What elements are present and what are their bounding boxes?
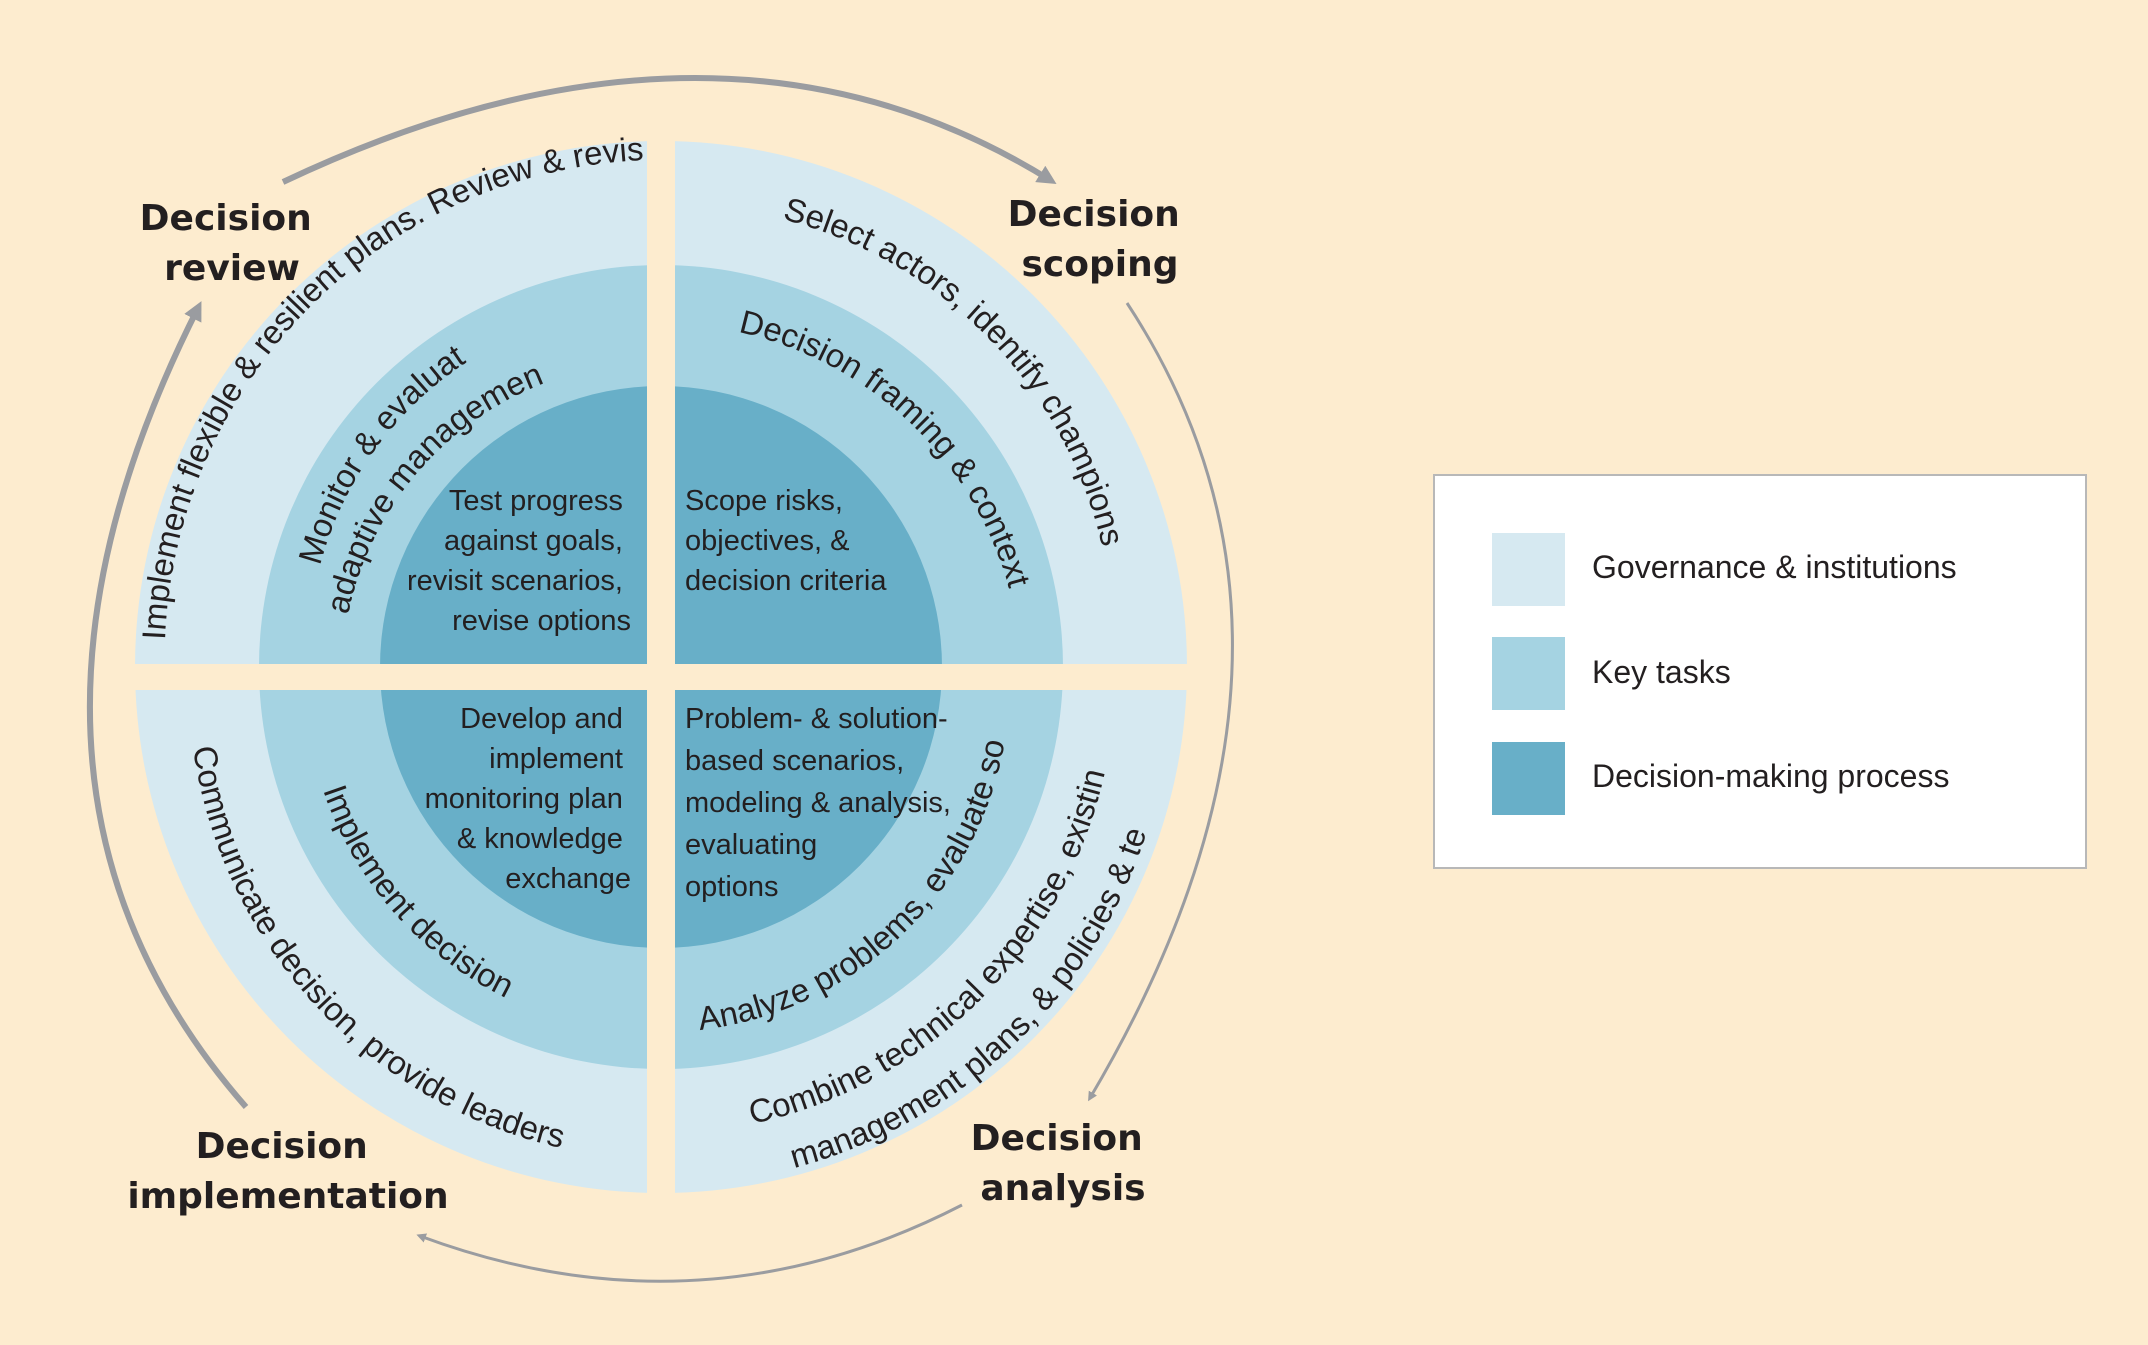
arrow-review-to-scoping <box>281 75 1057 185</box>
arrow-scoping-to-analysis <box>1088 302 1234 1102</box>
core-implementation-text: Develop and implement monitoring plan & … <box>425 703 631 895</box>
core-scoping-text: Scope risks, objectives, & decision crit… <box>685 485 887 597</box>
ring-diagram <box>100 120 1220 1220</box>
legend: Governance & institutions Key tasks Deci… <box>1433 474 2087 869</box>
core-analysis-text: Problem- & solution- based scenarios, mo… <box>685 703 959 903</box>
arrow-implementation-to-review <box>86 301 249 1109</box>
legend-label-key-tasks: Key tasks <box>1592 654 1731 690</box>
phase-label-implementation: Decision implementation <box>127 1126 448 1217</box>
legend-label-governance: Governance & institutions <box>1592 549 1957 585</box>
quadrant-divider-horizontal <box>100 664 1220 690</box>
cycle-arrows <box>86 75 1234 1283</box>
core-review-text: Test progress against goals, revisit sce… <box>407 485 631 637</box>
arrow-analysis-to-implementation <box>416 1203 963 1283</box>
legend-swatch-governance <box>1492 533 1565 606</box>
phase-label-review: Decision review <box>140 198 325 289</box>
legend-swatch-key-tasks <box>1492 637 1565 710</box>
phase-label-scoping: Decision scoping <box>1008 194 1193 285</box>
phase-label-analysis: Decision analysis <box>971 1118 1156 1209</box>
legend-swatch-decision-process <box>1492 742 1565 815</box>
legend-label-decision-process: Decision-making process <box>1592 758 1949 794</box>
